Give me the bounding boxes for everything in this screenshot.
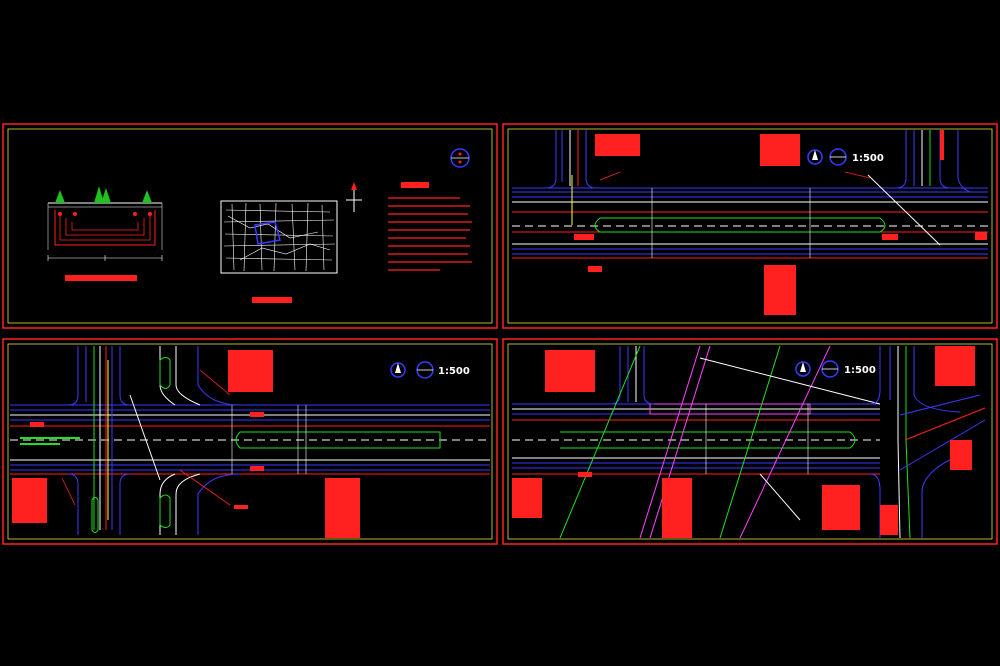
north-arrow-icon [807,149,823,165]
scale-label: 1:500 [852,153,884,164]
compass-badge-icon [450,148,470,168]
sheet-plan-3: 1:500 [502,338,998,545]
design-notes [388,182,472,271]
location-map [220,200,338,303]
sheet-cross-section-and-location [2,123,498,329]
compass-badge-icon [829,148,847,166]
sheet-plan-2: 1:500 [2,338,498,545]
scale-label: 1:500 [844,365,876,376]
road-cross-section [47,186,163,281]
north-arrow-icon [346,182,362,212]
scale-label: 1:500 [438,366,470,377]
compass-badge-icon [821,360,839,378]
north-arrow-icon [795,361,811,377]
compass-badge-icon [416,361,434,379]
north-arrow-icon [390,362,406,378]
sheet-plan-1: 1:500 [502,123,998,329]
